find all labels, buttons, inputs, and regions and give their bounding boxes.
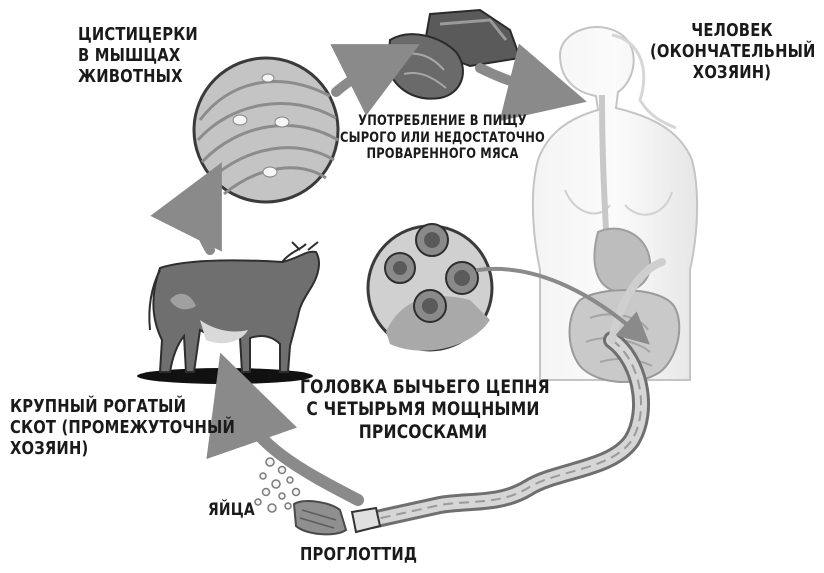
arrow-meat-to-human — [480, 68, 548, 92]
raw-meat-icon — [388, 10, 520, 99]
arrow-cow-to-muscle — [199, 198, 210, 250]
arrow-muscle-to-meat — [336, 62, 384, 92]
label-meat: УПОТРЕБЛЕНИЕ В ПИЩУ СЫРОГО ИЛИ НЕДОСТАТО… — [340, 113, 545, 163]
label-human-line1: ЧЕЛОВЕК — [650, 20, 814, 41]
scolex-circle-icon — [368, 224, 492, 351]
muscle-cyst-circle-icon — [194, 58, 338, 202]
label-scolex-line2: С ЧЕТЫРЬМЯ МОЩНЫМИ — [300, 398, 546, 420]
label-scolex: ГОЛОВКА БЫЧЬЕГО ЦЕПНЯ С ЧЕТЫРЬМЯ МОЩНЫМИ… — [300, 376, 546, 443]
label-cysticerci-line3: ЖИВОТНЫХ — [78, 66, 198, 87]
label-cattle: КРУПНЫЙ РОГАТЫЙ СКОТ (ПРОМЕЖУТОЧНЫЙ ХОЗЯ… — [10, 396, 235, 460]
label-scolex-line3: ПРИСОСКАМИ — [300, 421, 546, 443]
label-proglottid: ПРОГЛОТТИД — [300, 544, 417, 565]
label-cysticerci-line2: В МЫШЦАХ — [78, 45, 198, 66]
label-cysticerci-line1: ЦИСТИЦЕРКИ — [78, 24, 198, 45]
label-cysticerci: ЦИСТИЦЕРКИ В МЫШЦАХ ЖИВОТНЫХ — [78, 24, 198, 88]
label-meat-line3: ПРОВАРЕННОГО МЯСА — [340, 146, 545, 163]
label-human-line2: (ОКОНЧАТЕЛЬНЫЙ — [650, 41, 814, 62]
label-cattle-line1: КРУПНЫЙ РОГАТЫЙ — [10, 396, 235, 417]
label-meat-line1: УПОТРЕБЛЕНИЕ В ПИЩУ — [340, 113, 545, 130]
label-scolex-line1: ГОЛОВКА БЫЧЬЕГО ЦЕПНЯ — [300, 376, 546, 398]
cow-icon — [137, 242, 319, 384]
label-human-line3: ХОЗЯИН) — [650, 62, 814, 83]
label-meat-line2: СЫРОГО ИЛИ НЕДОСТАТОЧНО — [340, 130, 545, 147]
label-cattle-line2: СКОТ (ПРОМЕЖУТОЧНЫЙ — [10, 417, 235, 438]
label-eggs: ЯЙЦА — [208, 500, 255, 520]
label-human: ЧЕЛОВЕК (ОКОНЧАТЕЛЬНЫЙ ХОЗЯИН) — [650, 20, 814, 84]
proglottid-segment-icon — [294, 501, 380, 534]
label-cattle-line3: ХОЗЯИН) — [10, 438, 235, 459]
